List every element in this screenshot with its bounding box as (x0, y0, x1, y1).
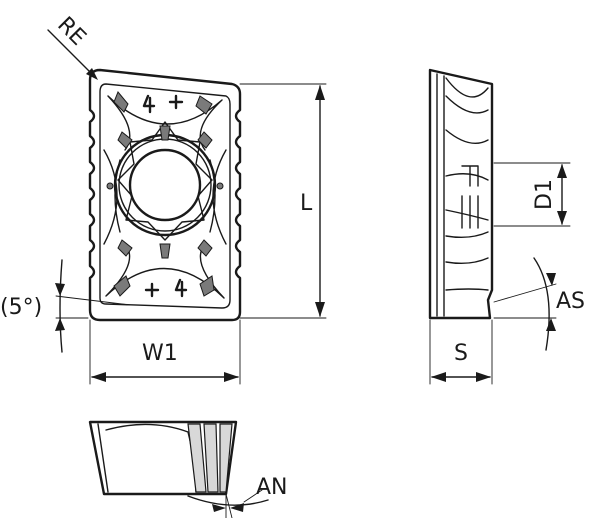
side-groove-8 (445, 288, 489, 291)
chip-former-dots (106, 91, 224, 297)
as-arc (533, 257, 550, 351)
side-view: D1 S AS (428, 68, 585, 385)
s-arrow-right (476, 372, 491, 382)
angle-label: (5°) (0, 295, 42, 320)
side-hole-lines (461, 195, 479, 229)
grade-markings (142, 94, 188, 298)
side-groove-2 (445, 95, 489, 114)
side-outline (428, 68, 494, 320)
front-rake-face-2 (203, 423, 219, 493)
front-view: AN (88, 420, 288, 518)
angle-ext-slant (55, 295, 131, 306)
l-label: L (300, 191, 313, 216)
side-groove-7 (445, 257, 489, 265)
mounting-hole (128, 148, 202, 222)
re-arrowhead (86, 68, 98, 80)
insert-inner-border (99, 83, 231, 309)
w1-label: W1 (142, 341, 178, 366)
front-edge-left (97, 423, 109, 493)
side-groove-6 (445, 231, 489, 239)
s-label: S (454, 341, 468, 366)
an-arrow-left (212, 504, 226, 512)
side-groove-4 (445, 173, 489, 181)
side-groove-3 (445, 129, 489, 144)
an-ext-slant (225, 493, 233, 518)
as-label: AS (556, 289, 585, 314)
front-rake-face-3 (219, 423, 233, 493)
as-arrow-bottom (546, 318, 556, 331)
d1-arrow-bottom (557, 211, 567, 225)
l-arrow-top (315, 85, 325, 100)
front-rake-face-1 (187, 423, 207, 493)
an-leader (243, 489, 263, 503)
front-chip-face (105, 423, 197, 493)
an-arc (187, 495, 269, 506)
as-arrow-top (546, 273, 556, 286)
an-label: AN (256, 475, 288, 500)
side-groove-5 (445, 209, 489, 221)
d1-label: D1 (532, 179, 557, 210)
top-view: RE L W1 (5°) (0, 12, 327, 385)
angle-arrow-top (55, 283, 65, 296)
an-arrow-right (230, 503, 244, 512)
angle-arc (59, 259, 63, 353)
insert-outline (88, 68, 242, 322)
w1-arrow-right (224, 372, 239, 382)
re-leader (47, 29, 97, 79)
re-label: RE (52, 12, 90, 50)
angle-arrow-bottom (55, 318, 65, 331)
hole-boss (117, 121, 213, 241)
side-hole-mark (461, 165, 479, 187)
d1-arrow-top (557, 164, 567, 178)
l-arrow-bottom (315, 302, 325, 317)
s-arrow-left (431, 372, 446, 382)
w1-arrow-left (91, 372, 106, 382)
hole-inner-ring (118, 138, 212, 232)
side-groove-1 (445, 77, 489, 98)
